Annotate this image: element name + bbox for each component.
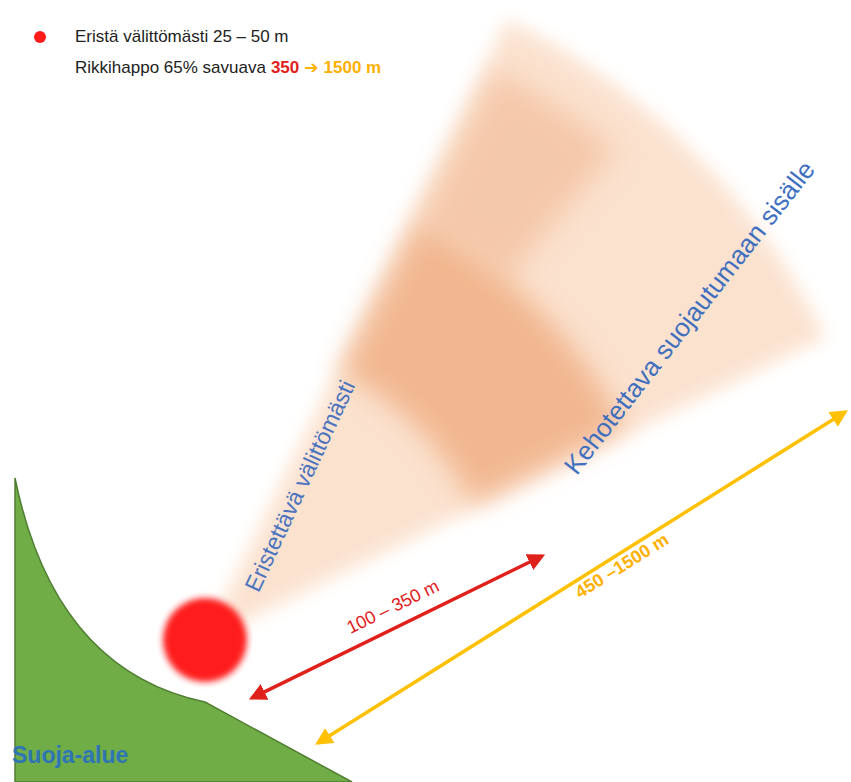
distance-label: 450 –1500 m <box>572 529 673 603</box>
legend-note-row: Rikkihappo 65% savuava350➔ 1500 m <box>75 57 381 78</box>
distance-arrow <box>252 556 542 698</box>
distance-value: 1500 m <box>324 58 382 78</box>
legend-row: Eristä välittömästi 25 – 50 m <box>34 27 289 47</box>
plume-fan <box>163 20 825 682</box>
zone-label: Eristettävä välittömästi <box>239 376 360 596</box>
plume-zone <box>418 70 616 280</box>
substance-note: Rikkihappo 65% savuava <box>75 58 266 78</box>
legend-swatch <box>34 31 46 43</box>
legend-text: Eristä välittömästi 25 – 50 m <box>75 27 289 47</box>
zone-label: Kehotettava suojautumaan sisälle <box>558 155 822 481</box>
plume-zone <box>205 20 825 640</box>
distance-value: 350 <box>271 58 299 78</box>
plume-zone <box>205 328 517 640</box>
area-label: Suoja-alue <box>12 742 128 768</box>
safe-area <box>15 478 352 782</box>
arrow-symbol: ➔ <box>304 57 318 77</box>
spill-source <box>163 598 247 682</box>
distance-label: 100 – 350 m <box>343 576 442 638</box>
